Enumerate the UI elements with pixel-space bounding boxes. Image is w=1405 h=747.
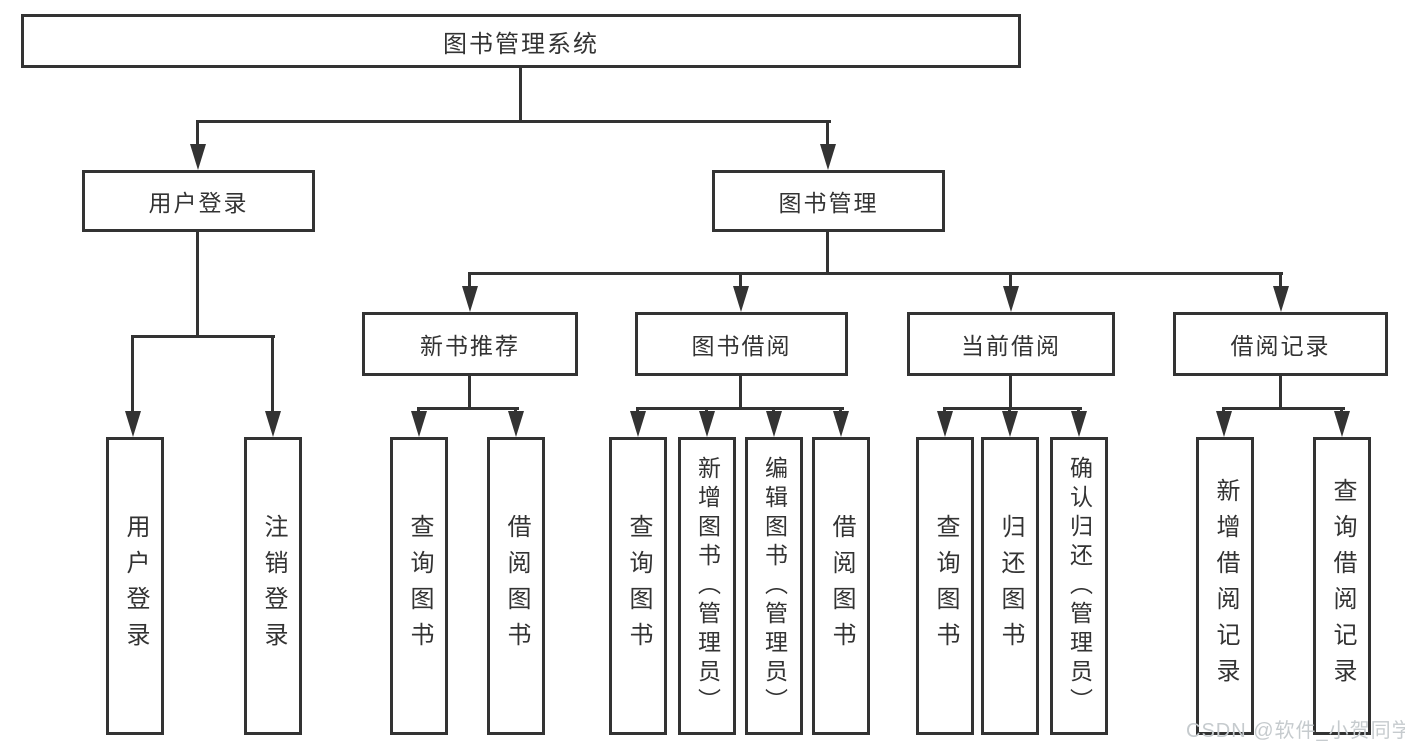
leaf-add-book-admin: 新增图书（管理员） [678, 437, 736, 735]
connector-line [826, 232, 829, 274]
arrow-down-icon [1273, 286, 1289, 312]
node-label: 新增图书（管理员） [694, 455, 721, 717]
leaf-edit-book-admin: 编辑图书（管理员） [745, 437, 803, 735]
leaf-user-login: 用户登录 [106, 437, 164, 735]
arrow-down-icon [699, 411, 715, 437]
connector-line [636, 407, 844, 410]
arrow-down-icon [1071, 411, 1087, 437]
node-label: 借阅记录 [1230, 333, 1331, 359]
arrow-down-icon [125, 411, 141, 437]
arrow-down-icon [462, 286, 478, 312]
node-label: 用户登录 [122, 514, 149, 658]
connector-line [271, 335, 274, 415]
arrow-down-icon [265, 411, 281, 437]
node-label: 查询图书 [625, 514, 652, 658]
node-label: 查询图书 [932, 514, 959, 658]
connector-line [739, 272, 742, 288]
node-label: 用户登录 [148, 190, 249, 216]
arrow-down-icon [937, 411, 953, 437]
node-current-borrow: 当前借阅 [907, 312, 1115, 376]
leaf-add-borrow-record: 新增借阅记录 [1196, 437, 1254, 735]
node-label: 确认归还（管理员） [1066, 455, 1093, 717]
node-label: 注销登录 [260, 514, 287, 658]
node-label: 图书管理系统 [443, 30, 599, 58]
node-label: 新书推荐 [420, 333, 520, 359]
connector-line [131, 335, 134, 415]
node-label: 查询图书 [406, 514, 433, 658]
node-label: 编辑图书（管理员） [761, 455, 788, 717]
connector-line [468, 272, 1283, 275]
connector-line [1222, 407, 1345, 410]
arrow-down-icon [833, 411, 849, 437]
arrow-down-icon [1216, 411, 1232, 437]
leaf-query-borrow-record: 查询借阅记录 [1313, 437, 1371, 735]
leaf-logout: 注销登录 [244, 437, 302, 735]
leaf-query-books-current: 查询图书 [916, 437, 974, 735]
leaf-query-books-recommend: 查询图书 [390, 437, 448, 735]
connector-line [417, 407, 519, 410]
node-label: 借阅图书 [503, 514, 530, 658]
arrow-down-icon [1002, 411, 1018, 437]
connector-line [826, 120, 829, 148]
connector-line [1009, 376, 1012, 410]
leaf-return-book: 归还图书 [981, 437, 1039, 735]
arrow-down-icon [1003, 286, 1019, 312]
connector-line [1009, 272, 1012, 288]
connector-line [468, 272, 471, 288]
connector-line [196, 232, 199, 337]
node-label: 图书借阅 [691, 333, 792, 359]
connector-line [468, 376, 471, 410]
node-label: 借阅图书 [828, 514, 855, 658]
connector-line [196, 120, 831, 123]
leaf-query-books-borrow: 查询图书 [609, 437, 667, 735]
connector-line [1279, 272, 1282, 288]
leaf-confirm-return-admin: 确认归还（管理员） [1050, 437, 1108, 735]
connector-line [1279, 376, 1282, 410]
arrow-down-icon [411, 411, 427, 437]
arrow-down-icon [630, 411, 646, 437]
node-label: 新增借阅记录 [1212, 478, 1239, 694]
node-label: 图书管理 [778, 190, 879, 216]
connector-line [519, 68, 522, 120]
leaf-borrow-books-borrow: 借阅图书 [812, 437, 870, 735]
node-library-management-system: 图书管理系统 [21, 14, 1021, 68]
node-book-management: 图书管理 [712, 170, 945, 232]
arrow-down-icon [820, 144, 836, 170]
arrow-down-icon [1334, 411, 1350, 437]
arrow-down-icon [766, 411, 782, 437]
connector-line [739, 376, 742, 410]
node-label: 查询借阅记录 [1329, 478, 1356, 694]
connector-line [943, 407, 1082, 410]
node-user-login: 用户登录 [82, 170, 315, 232]
leaf-borrow-books-recommend: 借阅图书 [487, 437, 545, 735]
node-borrow-records: 借阅记录 [1173, 312, 1388, 376]
arrow-down-icon [733, 286, 749, 312]
node-label: 当前借阅 [961, 333, 1061, 359]
watermark: CSDN @软件_小贺同学 [1186, 720, 1405, 742]
node-label: 归还图书 [997, 514, 1024, 658]
connector-line [196, 120, 199, 148]
arrow-down-icon [190, 144, 206, 170]
connector-line [131, 335, 275, 338]
node-new-book-recommend: 新书推荐 [362, 312, 578, 376]
arrow-down-icon [508, 411, 524, 437]
node-book-borrow: 图书借阅 [635, 312, 848, 376]
